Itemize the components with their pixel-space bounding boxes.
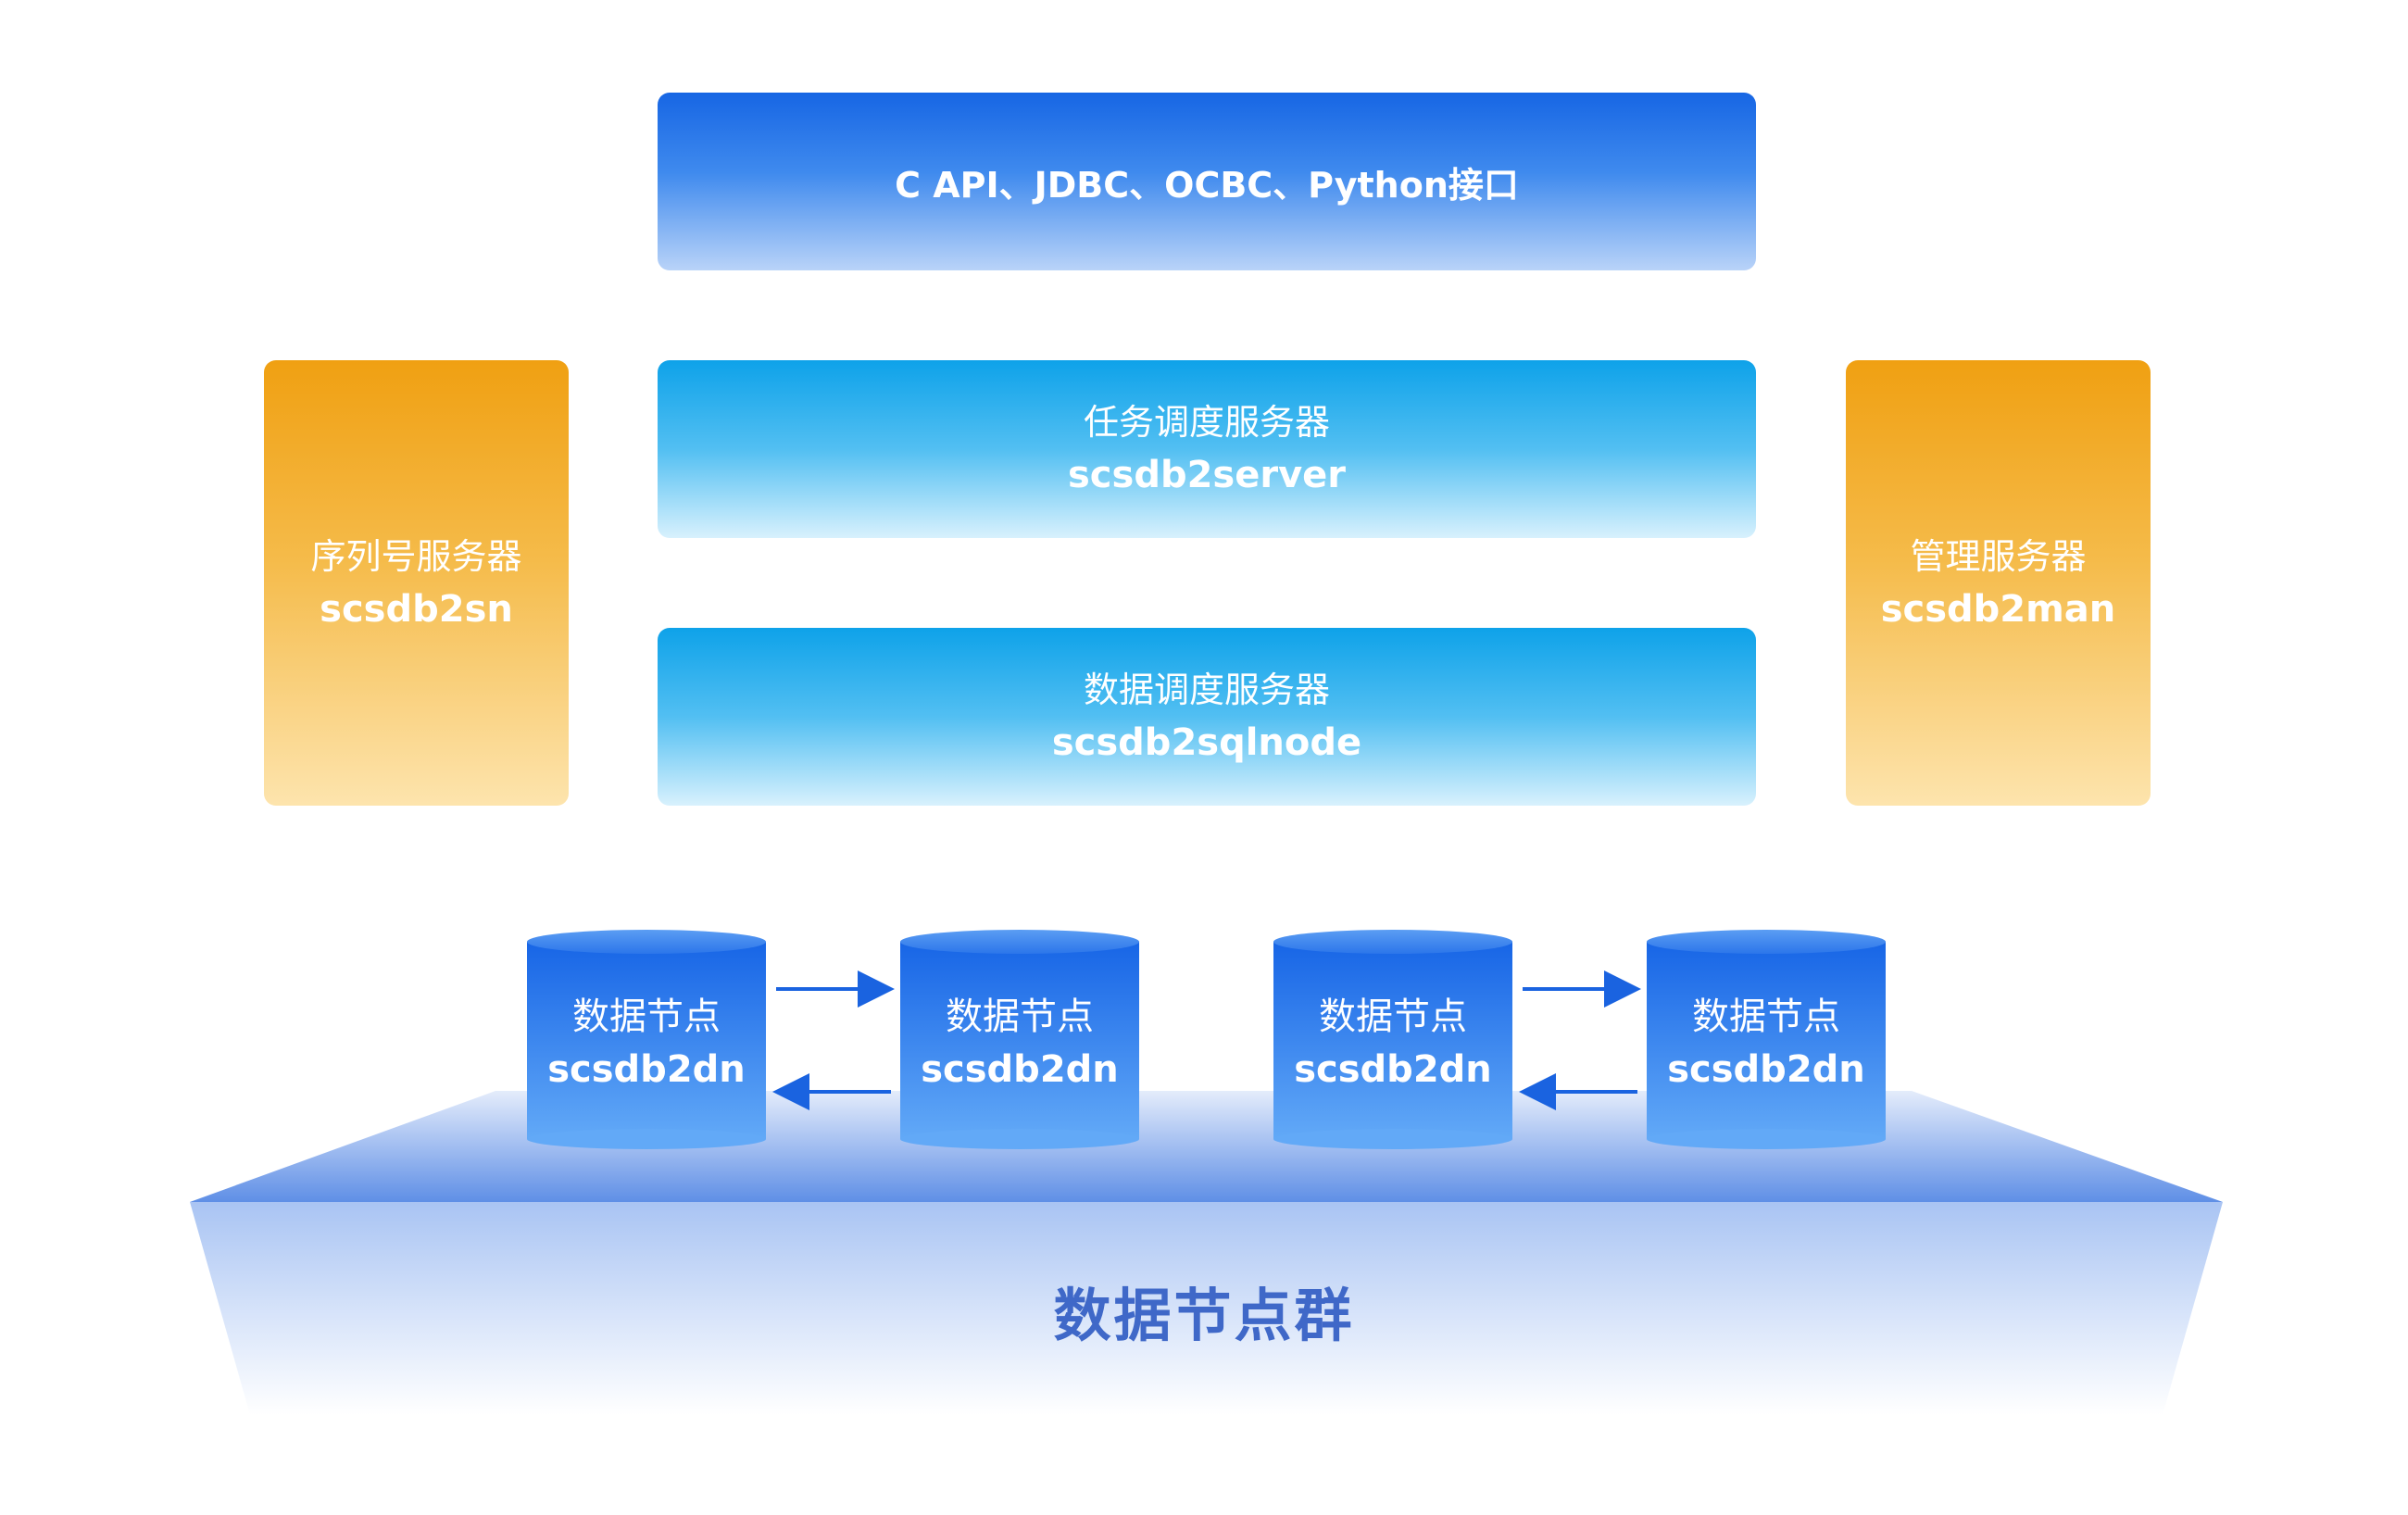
data-node-1: 数据节点 scsdb2dn [527, 991, 766, 1096]
task-scheduler-name: scsdb2server [1067, 454, 1347, 496]
data-node-title: 数据节点 [1319, 995, 1467, 1038]
data-node-3: 数据节点 scsdb2dn [1273, 991, 1512, 1096]
management-server-name: scsdb2man [1880, 587, 2116, 631]
data-node-cylinder-2 [900, 930, 1139, 1149]
data-scheduler-title: 数据调度服务器 [1083, 670, 1330, 710]
data-node-title: 数据节点 [1692, 995, 1840, 1038]
data-node-name: scsdb2dn [921, 1048, 1119, 1091]
cluster-label: 数据节点群 [1053, 1282, 1355, 1349]
data-node-name: scsdb2dn [1294, 1048, 1492, 1091]
data-node-2: 数据节点 scsdb2dn [900, 991, 1139, 1096]
api-layer-box: C API、JDBC、OCBC、Python接口 [658, 93, 1756, 270]
management-server-title: 管理服务器 [1910, 535, 2087, 577]
data-node-title: 数据节点 [946, 995, 1094, 1038]
sequence-server-box: 序列号服务器 scsdb2sn [264, 360, 569, 806]
cluster-platform-top [190, 1091, 2223, 1202]
sequence-server-name: scsdb2sn [320, 587, 513, 631]
data-node-4: 数据节点 scsdb2dn [1647, 991, 1886, 1096]
management-server-box: 管理服务器 scsdb2man [1846, 360, 2151, 806]
cluster-platform-body [190, 1202, 2223, 1415]
data-scheduler-box: 数据调度服务器 scsdb2sqlnode [658, 628, 1756, 806]
task-scheduler-box: 任务调度服务器 scsdb2server [658, 360, 1756, 538]
data-node-cylinder-1 [527, 930, 766, 1149]
data-node-name: scsdb2dn [547, 1048, 746, 1091]
data-node-title: 数据节点 [572, 995, 721, 1038]
data-node-cylinder-3 [1273, 930, 1512, 1149]
data-node-cylinder-4 [1647, 930, 1886, 1149]
api-layer-label: C API、JDBC、OCBC、Python接口 [895, 164, 1519, 206]
task-scheduler-title: 任务调度服务器 [1083, 402, 1330, 443]
sequence-server-title: 序列号服务器 [310, 535, 522, 577]
data-scheduler-name: scsdb2sqlnode [1051, 721, 1362, 764]
data-node-name: scsdb2dn [1667, 1048, 1865, 1091]
